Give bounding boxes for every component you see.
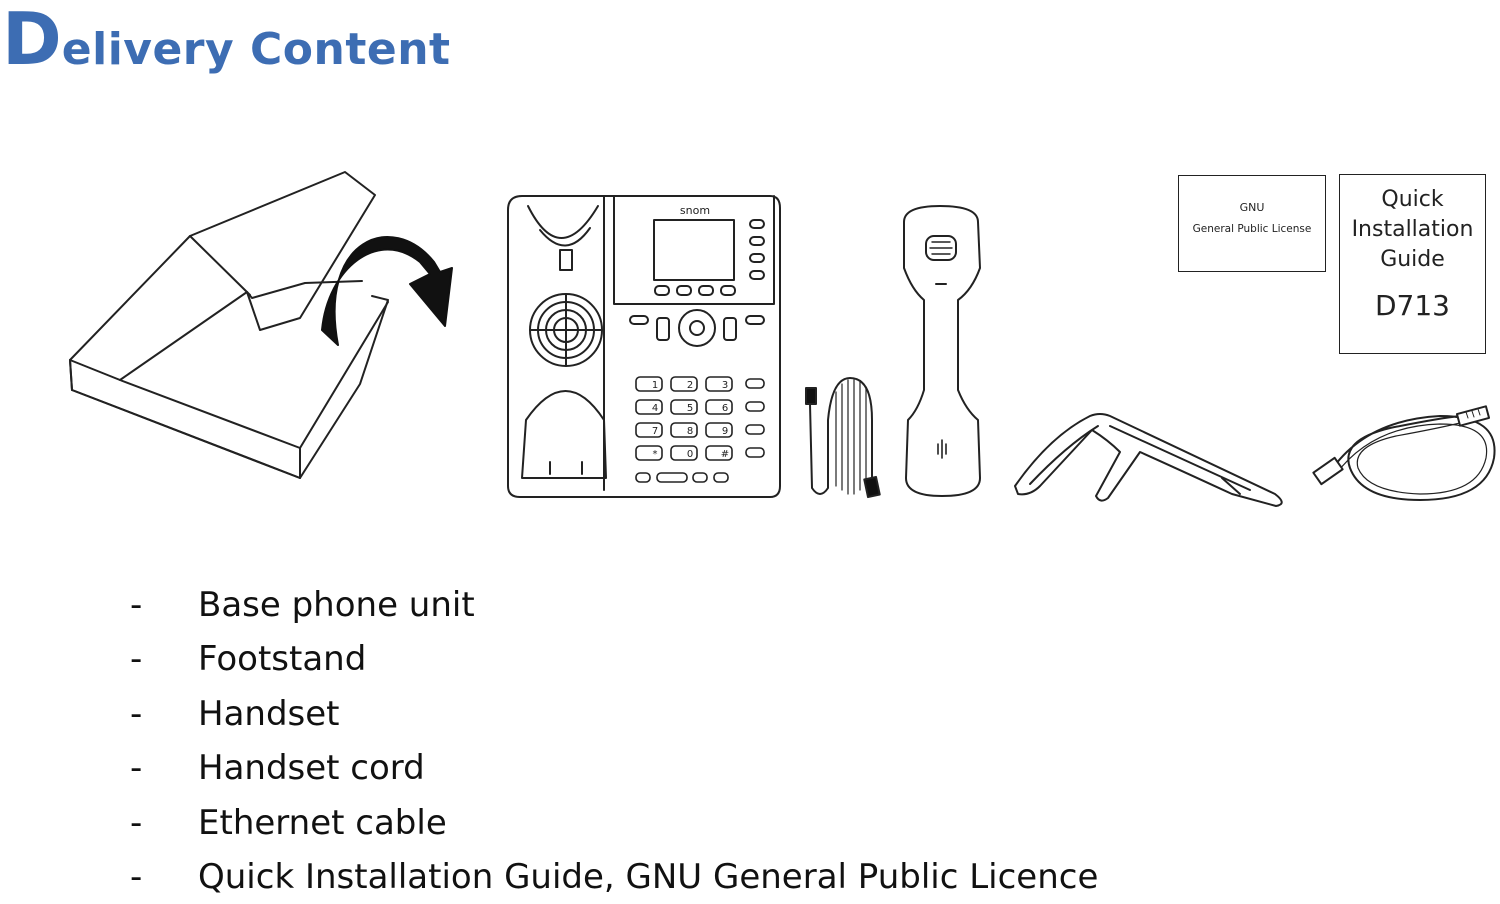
list-item-text: Handset cord — [198, 748, 425, 789]
footstand-icon — [1014, 413, 1283, 507]
list-item-text: Footstand — [198, 639, 367, 680]
ethernet-cable-icon — [1312, 405, 1496, 501]
list-dash: - — [130, 856, 143, 897]
guide-model: D713 — [1374, 289, 1450, 322]
key-6: 6 — [722, 403, 728, 414]
coiled-cord-icon — [805, 377, 881, 499]
title-initial: D — [2, 0, 62, 81]
key-star: * — [653, 449, 658, 460]
key-7: 7 — [652, 426, 658, 437]
key-5: 5 — [687, 403, 693, 414]
box-icon — [69, 171, 389, 479]
key-9: 9 — [722, 426, 728, 437]
list-item-text: Quick Installation Guide, GNU General Pu… — [198, 856, 1099, 897]
phone-brand: snom — [680, 204, 710, 217]
page-title: Delivery Content — [2, 0, 451, 78]
gpl-license-booklet: GNU General Public License — [1178, 175, 1326, 272]
key-1: 1 — [652, 380, 658, 391]
list-dash: - — [130, 748, 143, 789]
guide-line-1: Quick — [1381, 187, 1444, 212]
list-item-text: Ethernet cable — [198, 802, 447, 843]
phone-icon: snom — [507, 195, 781, 498]
key-4: 4 — [652, 403, 658, 414]
title-rest: elivery Content — [61, 24, 451, 75]
handset-icon — [903, 205, 981, 497]
key-2: 2 — [687, 380, 693, 391]
quick-installation-guide-booklet: Quick Installation Guide D713 — [1339, 174, 1486, 354]
guide-line-3: Guide — [1380, 247, 1445, 272]
guide-line-2: Installation — [1351, 217, 1474, 242]
key-8: 8 — [687, 426, 693, 437]
list-item-text: Base phone unit — [198, 585, 475, 625]
list-dash: - — [130, 639, 143, 680]
key-3: 3 — [722, 380, 728, 391]
list-dash: - — [130, 585, 143, 625]
key-0: 0 — [687, 449, 693, 460]
key-hash: # — [721, 449, 729, 460]
list-dash: - — [130, 802, 143, 843]
gpl-line-1: GNU — [1239, 201, 1265, 214]
arrow-icon — [321, 236, 453, 346]
list-dash: - — [130, 693, 143, 734]
list-item-text: Handset — [198, 693, 340, 734]
gpl-line-2: General Public License — [1192, 223, 1312, 235]
